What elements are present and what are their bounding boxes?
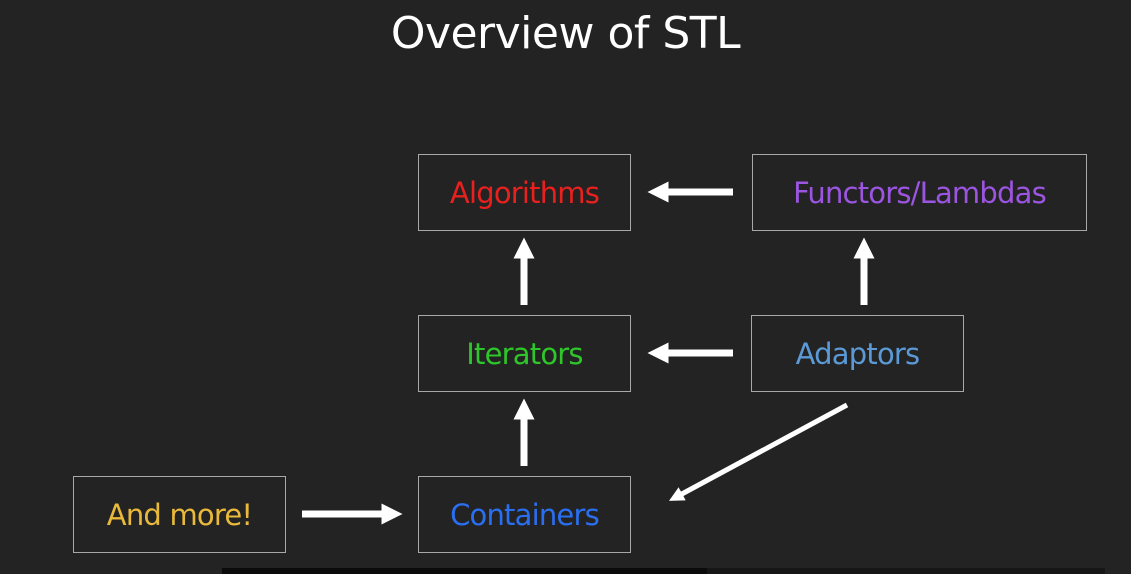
node-label: Iterators	[466, 336, 583, 371]
video-bar-left	[222, 568, 707, 574]
node-label: Algorithms	[449, 175, 600, 210]
node-adaptors: Adaptors	[751, 315, 964, 392]
slide-title: Overview of STL	[390, 8, 741, 59]
node-label: Functors/Lambdas	[793, 175, 1047, 210]
node-algorithms: Algorithms	[418, 154, 631, 231]
node-label: Containers	[450, 497, 600, 532]
node-iterators: Iterators	[418, 315, 631, 392]
node-containers: Containers	[418, 476, 631, 553]
node-functors-lambdas: Functors/Lambdas	[752, 154, 1087, 231]
node-and-more: And more!	[73, 476, 286, 553]
node-label: And more!	[106, 497, 253, 532]
arrow-adaptors-to-containers	[668, 402, 849, 501]
node-label: Adaptors	[795, 336, 920, 371]
video-bar-right	[707, 568, 1105, 574]
